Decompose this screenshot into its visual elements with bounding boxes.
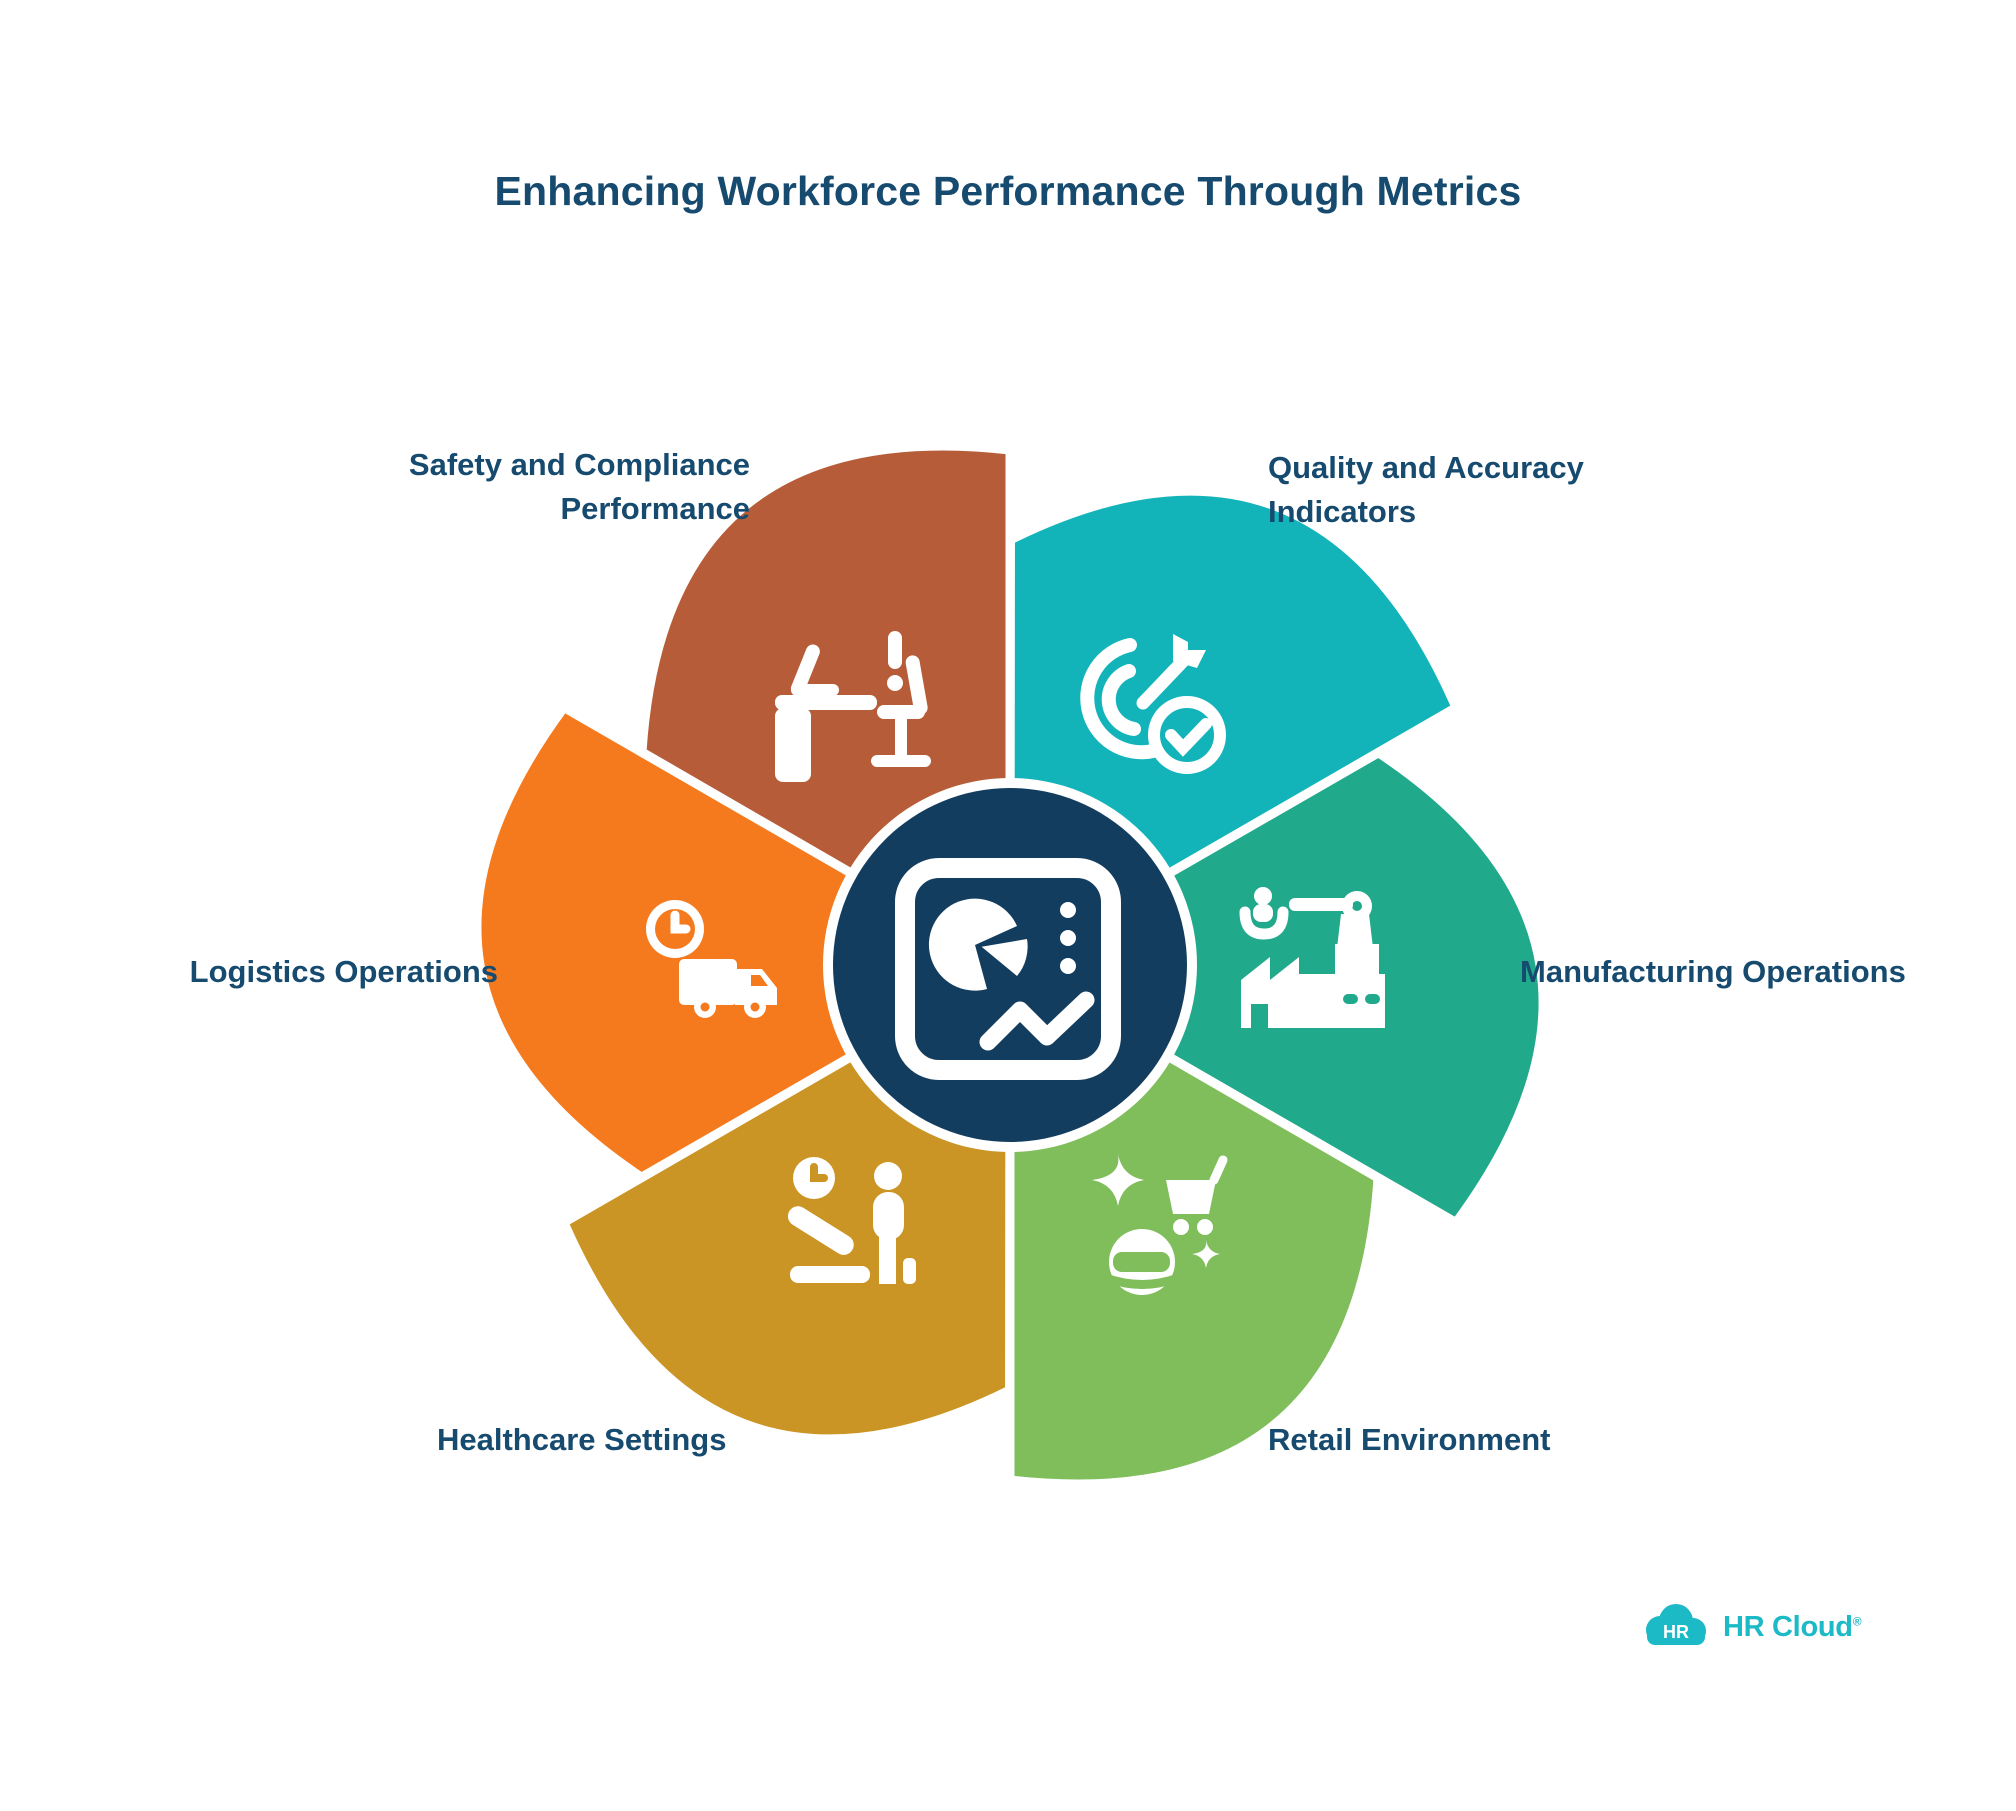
hr-cloud-logo: HR HR Cloud®: [1638, 1598, 1862, 1656]
label-retail-environment: Retail Environment: [1268, 1422, 1551, 1457]
label-logistics-operations: Logistics Operations: [189, 954, 498, 989]
brand-name: HR Cloud®: [1723, 1610, 1862, 1643]
robotic-arm-factory-icon: [1239, 887, 1385, 1028]
page-title: Enhancing Workforce Performance Through …: [494, 168, 1522, 214]
desk-workstation-alert-icon: [775, 631, 931, 782]
label-manufacturing-operations: Manufacturing Operations: [1520, 954, 1906, 989]
shopping-cart-sparkles-icon: [1092, 1154, 1228, 1295]
segment-logistics-shape: [472, 703, 1015, 1182]
label-safety-and-compliance: Safety and Compliance Performance: [408, 447, 750, 526]
patient-bed-clock-icon: [787, 1157, 916, 1284]
label-quality-and-accuracy: Quality and Accuracy Indicators: [1268, 450, 1584, 529]
delivery-truck-clock-icon: [646, 900, 777, 1018]
label-healthcare-settings: Healthcare Settings: [437, 1422, 727, 1457]
cloud-icon: HR: [1646, 1604, 1706, 1645]
registered-mark: ®: [1852, 1613, 1862, 1628]
dashboard-analytics-icon: [895, 858, 1121, 1080]
target-dart-check-icon: [1080, 634, 1226, 774]
center-badge: [823, 778, 1197, 1152]
cloud-badge-text: HR: [1663, 1622, 1689, 1642]
